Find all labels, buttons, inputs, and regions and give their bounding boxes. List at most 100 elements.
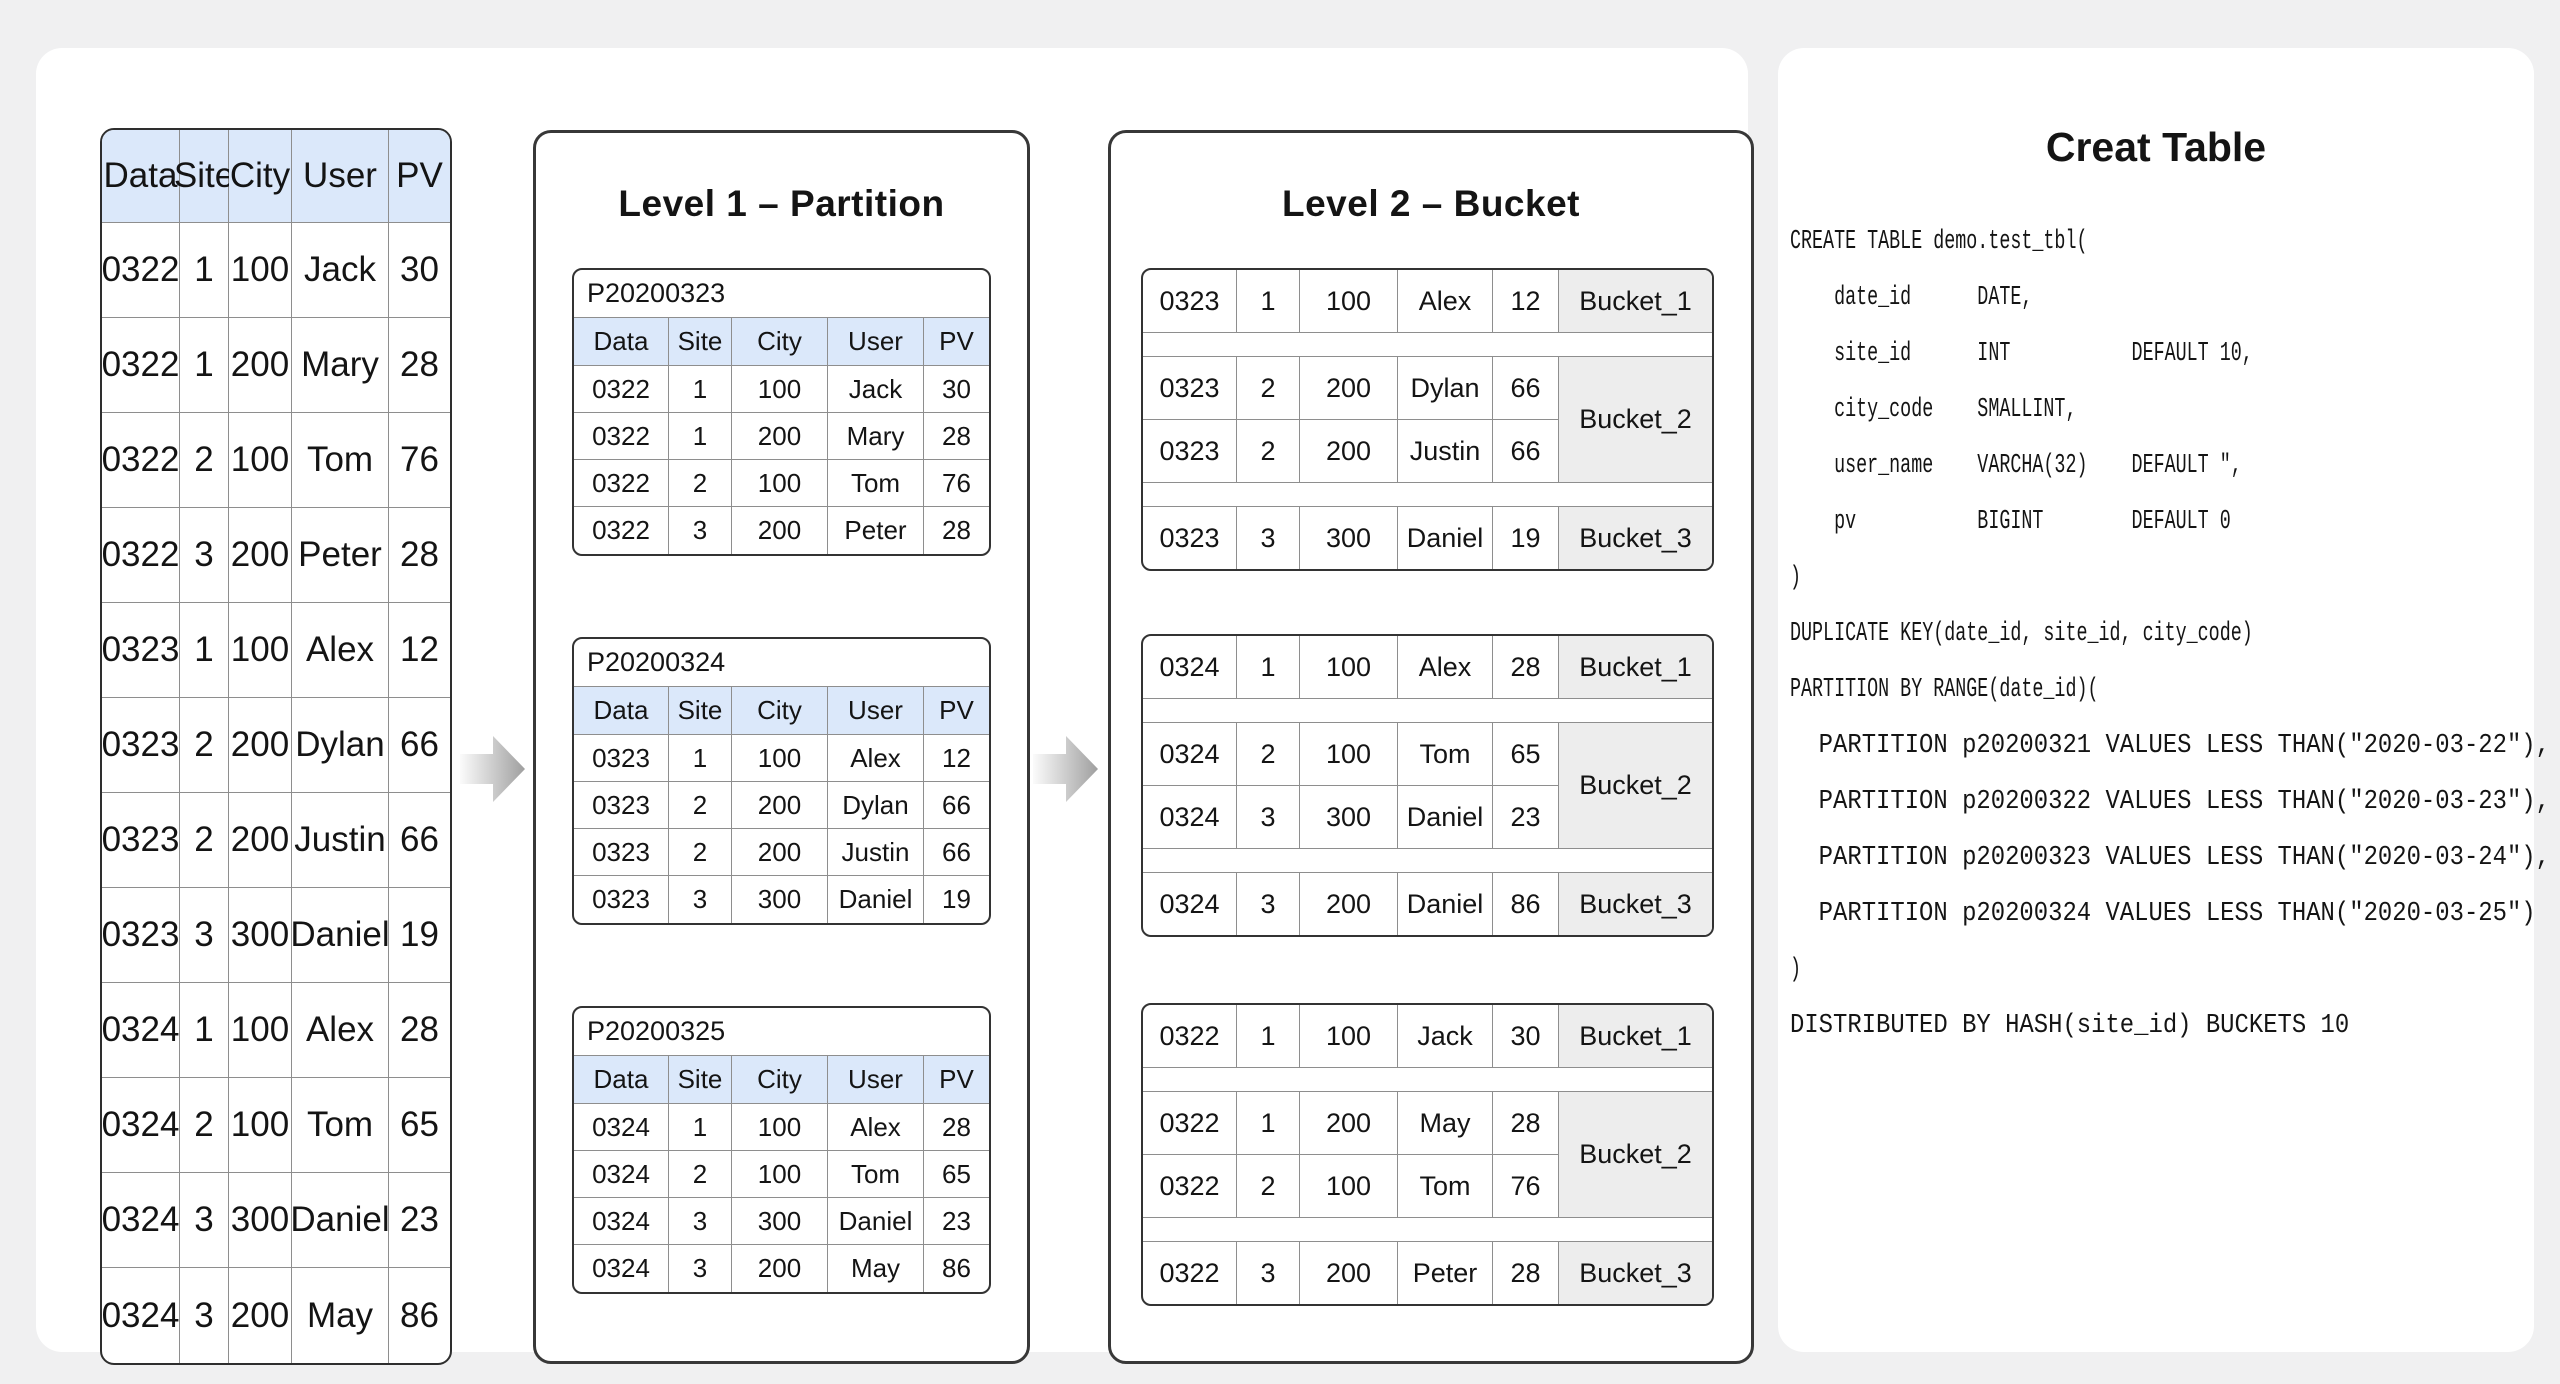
bucket-table-cell: 28 — [1510, 1257, 1541, 1288]
source-table-cell: 28 — [389, 318, 450, 413]
bucket-separator — [1143, 482, 1712, 507]
source-table-cell: 100 — [229, 1078, 292, 1173]
bucket-table-cell: 3 — [1237, 507, 1300, 569]
partition-header-cell: PV — [924, 1056, 989, 1104]
sql-line: date_id DATE, — [1790, 283, 2033, 313]
bucket-table-cell: 100 — [1300, 270, 1398, 332]
source-table-cell: 28 — [389, 983, 450, 1078]
source-table-cell: 200 — [229, 793, 292, 888]
partition-header-cell: User — [828, 1056, 924, 1104]
bucket-label: Bucket_2 — [1558, 1092, 1712, 1217]
source-table-cell: 0322 — [102, 508, 180, 603]
bucket-table-cell: 200 — [1300, 1242, 1398, 1304]
source-table-cell: Tom — [292, 413, 389, 508]
source-table-cell: 0322 — [102, 413, 180, 508]
partition-header-cell: City — [732, 318, 828, 366]
create-table-card: Creat Table CREATE TABLE demo.test_tbl( … — [1778, 48, 2550, 1352]
bucket-label: Bucket_1 — [1558, 636, 1712, 698]
partition-table-cell: Alex — [828, 735, 924, 782]
partition-header-cell: Data — [574, 687, 669, 735]
partition-table-cell: 86 — [942, 1253, 971, 1283]
partition-table-cell: 76 — [924, 460, 989, 507]
partition-name: P20200325 — [574, 1008, 989, 1056]
partition-header-cell: Site — [669, 318, 732, 366]
source-header-cell: User — [292, 130, 389, 223]
bucket-table-cell: 0322 — [1143, 1155, 1237, 1217]
partition-table-cell: 3 — [669, 1198, 732, 1245]
bucket-table-cell: Jack — [1398, 1005, 1493, 1067]
bucket-table-cell: 28 — [1510, 651, 1541, 682]
bucket-table-cell: 100 — [1300, 1155, 1398, 1217]
source-table-cell: 76 — [389, 413, 450, 508]
source-table-cell: 0323 — [102, 603, 180, 698]
partition-table-cell: 66 — [924, 829, 989, 876]
partition-header-cell: User — [828, 318, 924, 366]
source-table-cell: 12 — [389, 603, 450, 698]
partition-header-cell: User — [828, 687, 924, 735]
source-table-cell: Mary — [292, 318, 389, 413]
bucket-table-cell: 0323 — [1143, 357, 1237, 419]
partition-table-cell: 0323 — [574, 735, 669, 782]
partition-table-cell: 28 — [942, 515, 971, 545]
bucket-table-cell: 0324 — [1143, 873, 1237, 935]
bucket-table-cell: 0324 — [1143, 636, 1237, 698]
source-table-cell: 30 — [389, 223, 450, 318]
partition-table-cell: 28 — [924, 413, 989, 460]
source-table-cell: 2 — [180, 413, 229, 508]
source-table-cell: 0323 — [102, 888, 180, 983]
bucket-table-cell: 76 — [1510, 1170, 1541, 1201]
bucket-table-cell: Alex — [1398, 636, 1493, 698]
source-table-cell: 300 — [229, 1173, 292, 1268]
partition-header-cell: City — [732, 687, 828, 735]
partition-table-cell: 100 — [732, 1151, 828, 1198]
sql-line: city_code SMALLINT, — [1790, 395, 2077, 425]
source-table-cell: 28 — [389, 508, 450, 603]
partition-table-cell: 0323 — [574, 829, 669, 876]
source-table-cell: 65 — [389, 1078, 450, 1173]
source-table-cell: Justin — [292, 793, 389, 888]
bucket-table-cell: 100 — [1300, 636, 1398, 698]
create-table-title: Creat Table — [2045, 124, 2267, 170]
partition-table-cell: 0322 — [574, 507, 669, 554]
source-table-cell: 19 — [389, 888, 450, 983]
partition-table-cell: 2 — [669, 1151, 732, 1198]
source-table-cell: May — [292, 1268, 389, 1363]
source-table-cell: 3 — [180, 508, 229, 603]
partition-table-cell: 65 — [924, 1151, 989, 1198]
sql-line: ) — [1790, 955, 1802, 985]
partition-table-cell: May — [828, 1245, 924, 1292]
partition-table-cell: 200 — [732, 413, 828, 460]
partition-table-cell: Mary — [828, 413, 924, 460]
bucket-table-cell: 66 — [1510, 372, 1541, 403]
bucket-table-cell: 0323 — [1143, 420, 1237, 482]
partition-table-cell: 0322 — [574, 366, 669, 413]
bucket-label: Bucket_2 — [1558, 723, 1712, 848]
partition-table-cell: 300 — [732, 876, 828, 923]
bucket-table-cell: Dylan — [1398, 357, 1493, 419]
bucket-table-cell: 200 — [1300, 357, 1398, 419]
partition-header-cell: City — [732, 1056, 828, 1104]
partition-name: P20200323 — [574, 270, 989, 318]
partition-table-cell: 100 — [732, 460, 828, 507]
right-arrow-icon — [1033, 736, 1098, 802]
partition-table-cell: 0324 — [574, 1198, 669, 1245]
source-table-cell: 1 — [180, 318, 229, 413]
source-table-cell: 66 — [389, 698, 450, 793]
source-table-cell: 2 — [180, 793, 229, 888]
source-header-cell: Data — [102, 130, 180, 223]
sql-line: pv BIGINT DEFAULT 0 — [1790, 507, 2231, 537]
bucket-table-cell: 0322 — [1143, 1242, 1237, 1304]
bucket-label: Bucket_1 — [1558, 1005, 1712, 1067]
